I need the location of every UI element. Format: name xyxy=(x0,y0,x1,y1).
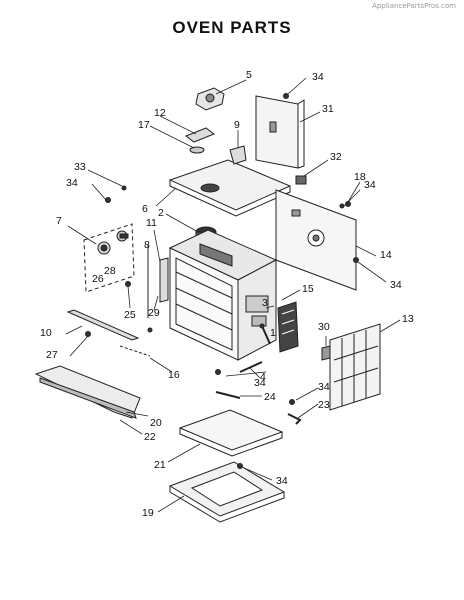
callout-8: 8 xyxy=(144,239,150,251)
callout-17: 17 xyxy=(138,119,150,131)
part-13-side-panel xyxy=(329,323,381,411)
part-17-ring xyxy=(189,146,205,154)
callout-31: 31 xyxy=(322,103,334,115)
part-21-bottom-tray xyxy=(178,409,284,457)
callout-22: 22 xyxy=(144,431,156,443)
callout-28: 28 xyxy=(104,265,116,277)
callout-14: 14 xyxy=(380,249,392,261)
callout-32: 32 xyxy=(330,151,342,163)
callout-19: 19 xyxy=(142,507,154,519)
callout-16: 16 xyxy=(168,369,180,381)
callout-33: 33 xyxy=(74,161,86,173)
part-31-rear-cover xyxy=(255,95,305,169)
callout-23: 23 xyxy=(318,399,330,411)
part-1-sensor xyxy=(259,323,271,345)
callout-15: 15 xyxy=(302,283,314,295)
callout-34: 34 xyxy=(364,179,376,191)
callout-6: 6 xyxy=(142,203,148,215)
callout-34: 34 xyxy=(318,381,330,393)
part-24-latch xyxy=(215,391,241,399)
callout-24: 24 xyxy=(264,391,276,403)
callout-34: 34 xyxy=(254,377,266,389)
callout-13: 13 xyxy=(402,313,414,325)
part-7-knob-group xyxy=(83,223,135,293)
part-15-side-bracket xyxy=(277,301,299,353)
callout-4: 4 xyxy=(260,371,266,383)
leader-lines xyxy=(65,77,401,513)
part-30-hinge xyxy=(321,345,331,361)
callout-11: 11 xyxy=(146,217,157,229)
callout-9: 9 xyxy=(234,119,240,131)
callout-29: 29 xyxy=(148,307,160,319)
part-6-top-panel xyxy=(168,145,292,217)
callout-1: 1 xyxy=(270,327,276,339)
part-23-clip xyxy=(287,413,302,425)
watermark: AppliancePartsPros.com xyxy=(372,2,456,10)
callout-3: 3 xyxy=(262,297,268,309)
callout-30: 30 xyxy=(318,321,330,333)
diagram-title: OVEN PARTS xyxy=(172,18,292,37)
part-8-element xyxy=(159,257,169,303)
callout-21: 21 xyxy=(154,459,166,471)
callout-labels: 5 34 12 17 9 31 32 33 34 18 34 6 2 7 11 … xyxy=(40,69,414,519)
part-12-plate xyxy=(184,127,216,143)
part-32-connector xyxy=(295,175,307,185)
callout-25: 25 xyxy=(124,309,136,321)
part-16-strip xyxy=(119,345,151,357)
callout-34: 34 xyxy=(276,475,288,487)
callout-27: 27 xyxy=(46,349,58,361)
part-14-back-panel xyxy=(275,189,357,291)
part-20-bottom-trim xyxy=(34,365,141,419)
callout-5: 5 xyxy=(246,69,252,81)
callout-2: 2 xyxy=(158,207,164,219)
callout-10: 10 xyxy=(40,327,52,339)
part-10-vent-trim xyxy=(66,309,140,341)
callout-34: 34 xyxy=(66,177,78,189)
callout-34: 34 xyxy=(312,71,324,83)
callout-20: 20 xyxy=(150,417,162,429)
callout-18: 18 xyxy=(354,171,366,183)
oven-cavity-drawing xyxy=(168,229,278,361)
part-5-drawing xyxy=(195,87,225,111)
callout-12: 12 xyxy=(154,107,166,119)
callout-34: 34 xyxy=(390,279,402,291)
part-4-wire xyxy=(239,361,263,373)
callout-7: 7 xyxy=(56,215,62,227)
callout-26: 26 xyxy=(92,273,104,285)
part-19-door-frame xyxy=(168,461,286,523)
